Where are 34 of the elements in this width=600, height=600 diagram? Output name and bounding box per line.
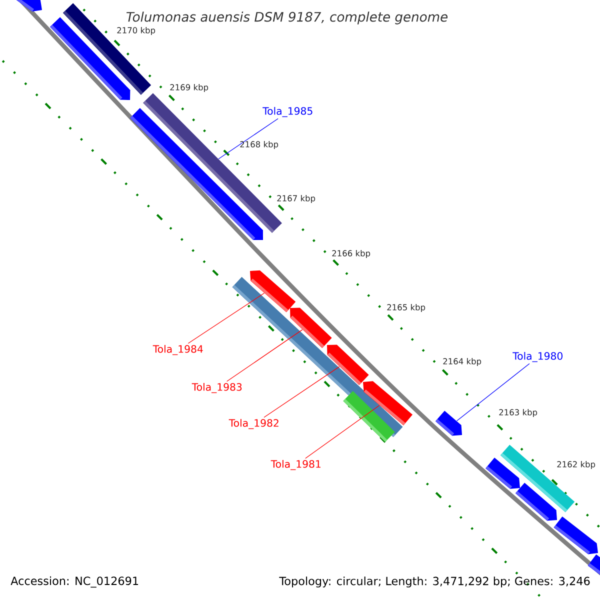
gene-block [16,0,42,12]
gene-block [130,108,263,240]
gene-label: Tola_1982 [228,418,278,430]
gene-label: Tola_1984 [152,344,203,356]
footer-text: Topology: circular; Length: 3,471,292 bp; Genes: 3,246 [279,576,590,588]
scale-label: 2164 kbp [443,358,482,366]
gene-block [435,410,462,436]
gene-block [486,458,520,489]
scale-label: 2165 kbp [387,304,426,312]
scale-label: 2163 kbp [499,409,538,417]
leader-line [218,118,278,160]
title: Tolumonas auensis DSM 9187, complete genome [126,12,448,24]
gene-block [554,516,598,554]
gene-label: Tola_1985 [262,106,312,118]
leader-line [188,292,265,344]
leader-line [456,363,530,422]
scale-label: 2168 kbp [240,141,278,149]
leader-line [226,329,303,382]
scale-label: 2170 kbp [117,27,156,35]
leader-line [264,366,340,418]
scale-label: 2162 kbp [557,461,596,469]
footer-text: Accession: NC_012691 [10,576,138,588]
scale-label: 2169 kbp [170,84,208,92]
scale-label: 2166 kbp [332,250,370,258]
gene-block [290,308,332,348]
gene-block [343,391,395,442]
gene-label: Tola_1980 [512,352,562,362]
scale-label: 2167 kbp [277,195,316,203]
gene-label: Tola_1983 [192,382,242,394]
leader-line [305,405,380,459]
gene-block [515,482,557,521]
gene-block [588,554,600,576]
gene-label: Tola_1981 [270,460,320,470]
gene-block [327,344,369,386]
